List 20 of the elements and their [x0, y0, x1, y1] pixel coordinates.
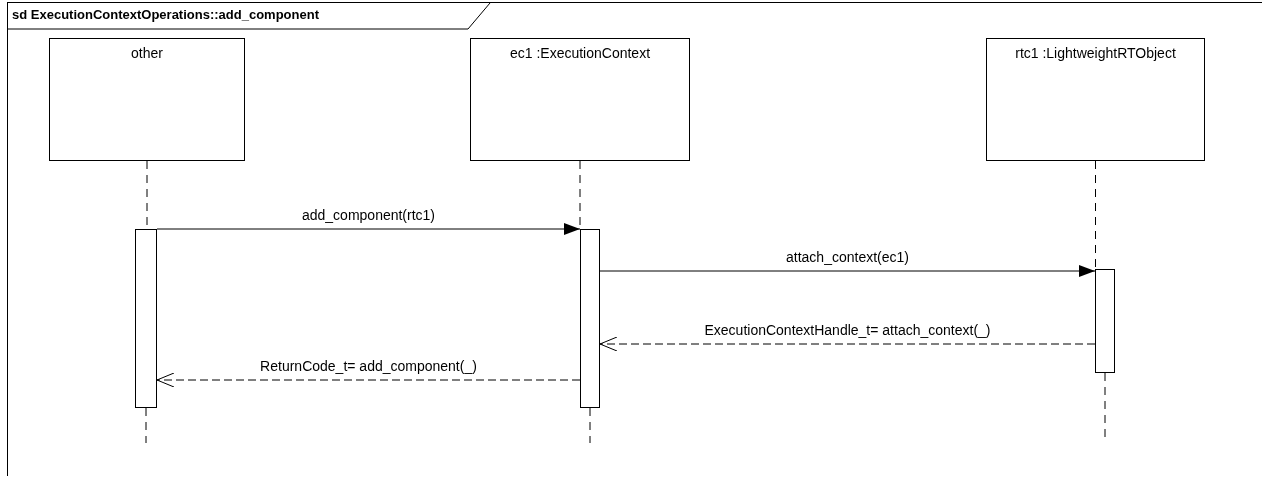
reply-message-arrow — [156, 372, 581, 388]
lifeline — [1095, 160, 1096, 270]
lifeline-head-box — [470, 38, 690, 161]
sequence-frame — [7, 2, 1262, 476]
message-label: ExecutionContextHandle_t= attach_context(_) — [704, 322, 991, 340]
lifeline-name: other — [131, 45, 163, 63]
lifeline-head-box — [49, 38, 245, 161]
lifeline-head-box — [986, 38, 1205, 161]
message-label: add_component(rtc1) — [301, 207, 436, 225]
activation-bar — [135, 229, 157, 408]
activation-bar — [1095, 269, 1115, 373]
message-arrow — [599, 265, 1096, 277]
lifeline-name: ec1 :ExecutionContext — [509, 45, 651, 63]
lifeline-name: rtc1 :LightweightRTObject — [1015, 45, 1176, 63]
activation-bar — [580, 229, 600, 408]
message-label: attach_context(ec1) — [786, 249, 909, 267]
message-arrow — [156, 223, 581, 235]
frame-title: sd ExecutionContextOperations::add_component — [12, 7, 319, 24]
reply-message-arrow — [599, 336, 1096, 352]
message-label: ReturnCode_t= add_component(_) — [260, 358, 477, 376]
